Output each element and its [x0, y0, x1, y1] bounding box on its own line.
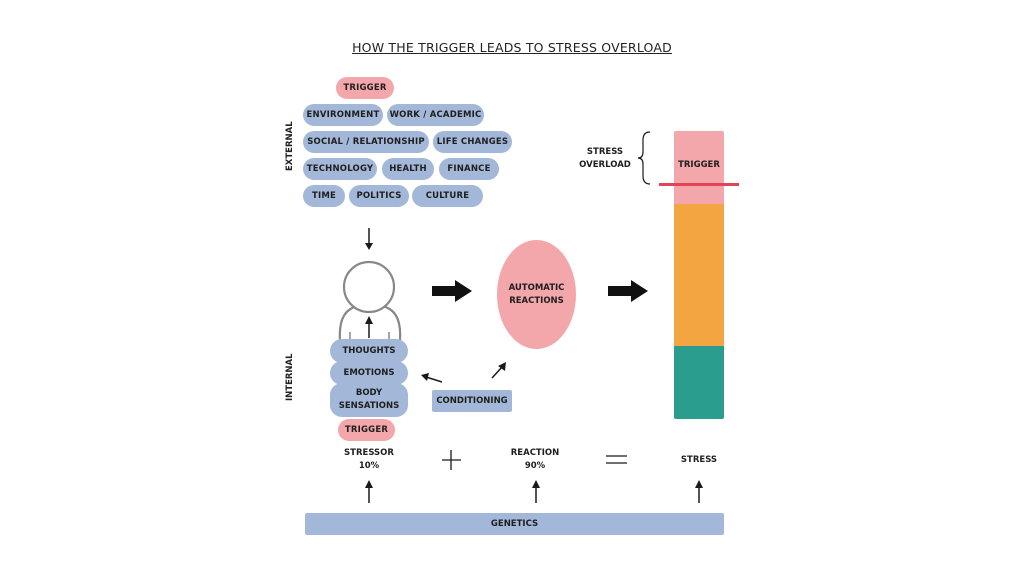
factor-environment: ENVIRONMENT: [303, 104, 383, 126]
factor-finance: FINANCE: [439, 158, 499, 180]
up-arrow-icon: [695, 480, 703, 503]
stressor-percent: 10%: [358, 461, 380, 471]
stress-bar-trigger-segment: [674, 131, 724, 204]
conditioning-box: CONDITIONING: [432, 390, 512, 412]
automatic-reactions-ellipse: AUTOMATIC REACTIONS: [497, 240, 576, 349]
stress-overload-label: STRESS OVERLOAD: [579, 147, 631, 170]
stressor-label: STRESSOR 10%: [334, 447, 404, 473]
stressor-text: STRESSOR: [344, 448, 394, 458]
internal-emotions: EMOTIONS: [330, 361, 408, 385]
stress-bar-base-segment: [674, 346, 724, 419]
overload-threshold-line: [659, 183, 739, 186]
equals-icon: [606, 455, 627, 464]
internal-label: INTERNAL: [285, 353, 295, 401]
factor-time: TIME: [303, 185, 345, 207]
internal-body-sensations: BODY SENSATIONS: [330, 383, 408, 417]
external-trigger-pill: TRIGGER: [336, 77, 394, 99]
thick-right-arrow-icon: [608, 280, 648, 302]
up-arrow-icon: [365, 316, 373, 338]
reaction-text: REACTION: [510, 448, 560, 458]
reaction-percent: 90%: [524, 461, 546, 471]
factor-health: HEALTH: [382, 158, 434, 180]
person-icon: [338, 260, 402, 341]
thick-right-arrow-icon: [432, 280, 472, 302]
up-arrow-icon: [365, 480, 373, 503]
arrow-to-internal-icon: [421, 373, 443, 383]
plus-icon: [442, 450, 461, 470]
up-arrow-icon: [532, 480, 540, 503]
internal-thoughts: THOUGHTS: [330, 339, 408, 363]
factor-life-changes: LIFE CHANGES: [433, 131, 512, 153]
arrow-to-reactions-icon: [491, 362, 506, 379]
automatic-reactions-label: AUTOMATIC REACTIONS: [508, 282, 565, 306]
factor-culture: CULTURE: [412, 185, 483, 207]
factor-politics: POLITICS: [349, 185, 409, 207]
down-arrow-icon: [365, 228, 373, 250]
diagram-title: HOW THE TRIGGER LEADS TO STRESS OVERLOAD: [352, 40, 672, 55]
internal-trigger-pill: TRIGGER: [338, 419, 395, 441]
reaction-label: REACTION 90%: [500, 447, 570, 473]
stress-bar-reaction-segment: [674, 204, 724, 346]
curly-brace-icon: [637, 131, 651, 185]
stress-result-label: STRESS: [680, 455, 718, 465]
genetics-bar: GENETICS: [305, 513, 724, 535]
stress-bar-trigger-label: TRIGGER: [678, 160, 720, 170]
factor-technology: TECHNOLOGY: [303, 158, 377, 180]
factor-work-academic: WORK / ACADEMIC: [387, 104, 484, 126]
factor-social-relationship: SOCIAL / RELATIONSHIP: [303, 131, 429, 153]
